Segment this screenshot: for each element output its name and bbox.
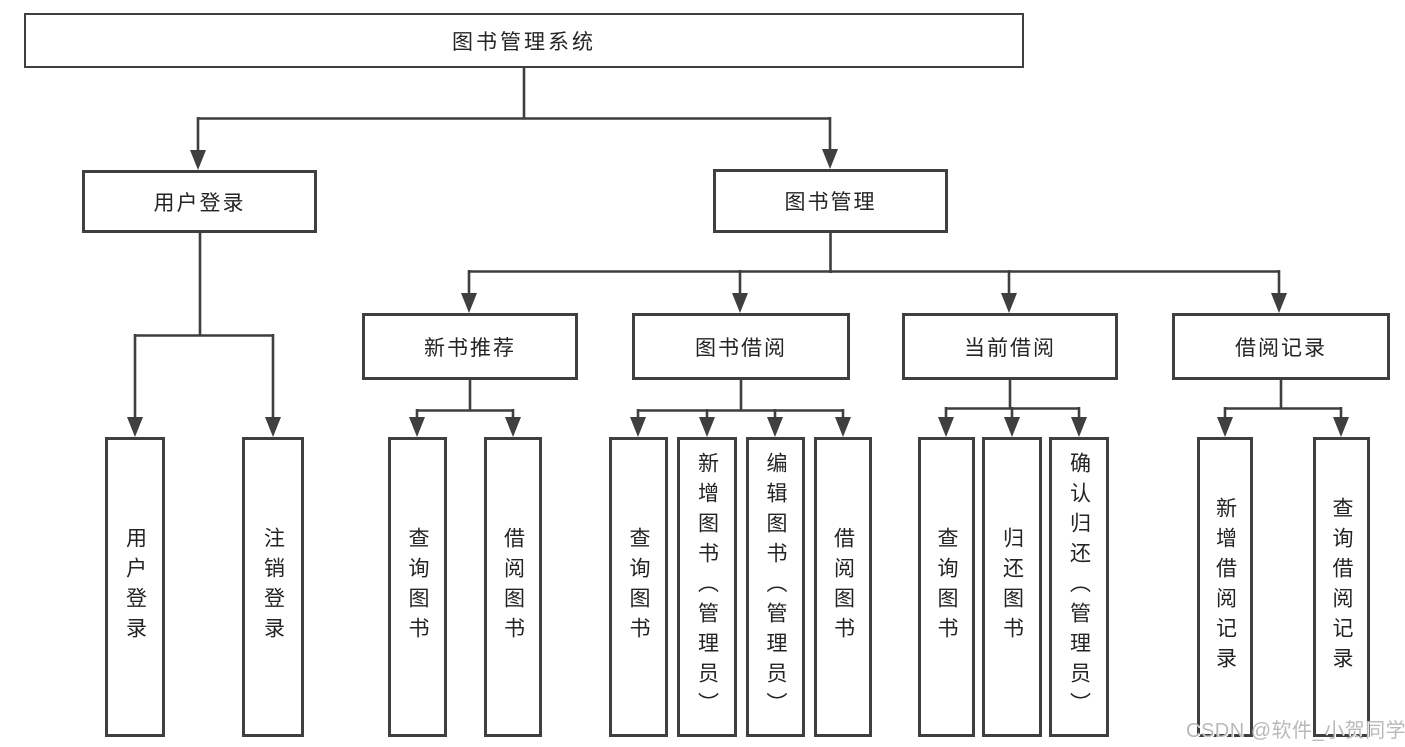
leaf-query-borrow-record: 查询借阅记录 <box>1313 437 1370 737</box>
node-current-borrowing: 当前借阅 <box>902 313 1118 380</box>
leaf-label: 查询图书 <box>406 527 429 647</box>
node-library-management-system: 图书管理系统 <box>24 13 1024 68</box>
csdn-watermark: CSDN @软件_小贺同学 <box>1186 720 1405 742</box>
leaf-label: 用户登录 <box>123 527 147 647</box>
leaf-logout: 注销登录 <box>242 437 304 737</box>
leaf-add-books-admin: 新增图书（管理员） <box>677 437 737 737</box>
leaf-label: 借阅图书 <box>501 527 525 647</box>
node-new-book-recommendation: 新书推荐 <box>362 313 578 380</box>
leaf-confirm-return-admin: 确认归还（管理员） <box>1049 437 1109 737</box>
leaf-label: 借阅图书 <box>831 527 855 647</box>
leaf-user-login: 用户登录 <box>105 437 165 737</box>
node-user-login: 用户登录 <box>82 170 317 233</box>
node-book-management: 图书管理 <box>713 169 948 233</box>
leaf-label: 注销登录 <box>261 527 285 647</box>
leaf-label: 新增借阅记录 <box>1213 497 1237 677</box>
node-book-borrowing: 图书借阅 <box>632 313 850 380</box>
leaf-label: 确认归还（管理员） <box>1067 452 1091 722</box>
leaf-query-books-recommend: 查询图书 <box>388 437 447 737</box>
leaf-label: 新增图书（管理员） <box>695 452 719 722</box>
leaf-label: 编辑图书（管理员） <box>764 452 787 722</box>
leaf-borrow-books-borrowing: 借阅图书 <box>814 437 872 737</box>
leaf-query-books-current: 查询图书 <box>918 437 975 737</box>
leaf-label: 归还图书 <box>1000 527 1024 647</box>
leaf-borrow-books-recommend: 借阅图书 <box>484 437 542 737</box>
connector-lines <box>133 67 1343 421</box>
leaf-label: 查询图书 <box>627 527 650 647</box>
leaf-query-books-borrowing: 查询图书 <box>609 437 668 737</box>
leaf-return-books: 归还图书 <box>982 437 1042 737</box>
node-borrowing-records: 借阅记录 <box>1172 313 1390 380</box>
leaf-label: 查询图书 <box>935 527 958 647</box>
leaf-label: 查询借阅记录 <box>1330 497 1353 677</box>
connector-arrowheads <box>127 149 1349 437</box>
leaf-edit-books-admin: 编辑图书（管理员） <box>746 437 805 737</box>
leaf-add-borrow-record: 新增借阅记录 <box>1197 437 1253 737</box>
